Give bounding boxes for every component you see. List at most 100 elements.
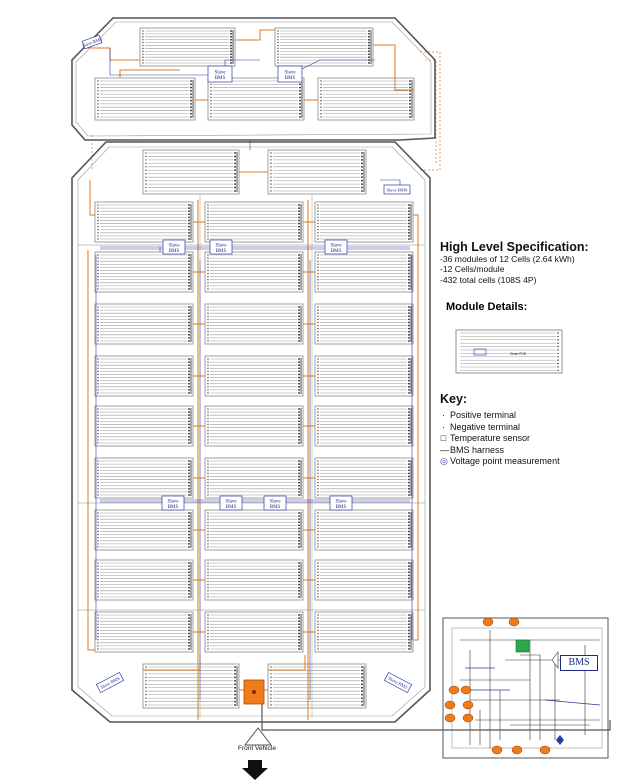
battery-module — [142, 663, 240, 709]
positive-terminal-icon: · — [442, 410, 445, 420]
spec-line-modules: -36 modules of 12 Cells (2.64 kWh) — [440, 254, 575, 264]
battery-module — [204, 611, 304, 653]
slave-bms-label: Slave — [168, 244, 180, 249]
slave-bms-label: BMS — [169, 249, 180, 254]
battery-module — [314, 303, 414, 345]
battery-module — [204, 509, 304, 551]
bms-harness-lines — [78, 29, 425, 720]
battery-module — [317, 77, 415, 121]
battery-module — [142, 149, 240, 195]
slave-bms: Slave BMS — [383, 671, 413, 694]
battery-module — [274, 27, 374, 67]
module-details-label: Zener PCB — [510, 352, 526, 356]
battery-module — [314, 405, 414, 447]
slave-bms-label: BMS — [336, 505, 347, 510]
slave-bms-label: BMS — [216, 249, 227, 254]
battery-module — [94, 77, 196, 121]
slave-bms-label: Slave — [330, 244, 342, 249]
temperature-sensor-icon: □ — [440, 433, 447, 443]
connector-icon — [511, 745, 523, 755]
junction-box — [442, 617, 609, 759]
battery-module — [207, 77, 305, 121]
battery-module — [314, 611, 414, 653]
key-negative-terminal: ·Negative terminal — [440, 422, 620, 434]
battery-module — [267, 149, 367, 195]
connector-icon — [444, 713, 456, 723]
battery-module — [94, 457, 194, 499]
key-title: Key: — [440, 392, 468, 406]
slave-bms-label: BMS — [226, 505, 237, 510]
key-voltage-point: ◎Voltage point measurement — [440, 456, 620, 468]
dashed-harness-2 — [425, 59, 437, 165]
connector-icon — [508, 617, 520, 627]
master-bms-box: BMS — [560, 655, 598, 671]
slave-bms: Slave BMS — [383, 184, 411, 195]
battery-module — [94, 355, 194, 397]
slave-bms-label: BMS — [215, 76, 226, 81]
slave-bms-label: Slave — [214, 71, 226, 76]
slave-bms: Slave BMS — [81, 34, 103, 50]
module-details-title: Module Details: — [446, 301, 528, 313]
battery-module — [94, 303, 194, 345]
slave-bms: Slave BMS — [95, 671, 125, 694]
battery-module — [94, 509, 194, 551]
key-label: Voltage point measurement — [450, 456, 560, 466]
slave-bms-label: BMS — [331, 249, 342, 254]
battery-module — [204, 559, 304, 601]
spec-line-cells-module: -12 Cells/module — [440, 264, 505, 275]
connector-icon — [491, 745, 503, 755]
battery-module — [94, 611, 194, 653]
module-details-thumbnail: Zener PCB — [455, 329, 563, 374]
slave-bms-label: Slave — [284, 71, 296, 76]
battery-module — [94, 251, 194, 293]
battery-module — [314, 251, 414, 293]
connector-icon — [462, 713, 474, 723]
spec-title: High Level Specification: — [440, 240, 589, 254]
dashed-harness — [420, 51, 441, 171]
battery-module — [314, 509, 414, 551]
battery-module — [94, 559, 194, 601]
connector-icon — [462, 700, 474, 710]
battery-module — [94, 201, 194, 243]
upper-tray-inner — [75, 21, 432, 137]
battery-module — [204, 457, 304, 499]
battery-module — [204, 201, 304, 243]
main-tray-inner — [77, 146, 426, 717]
key-positive-terminal: ·Positive terminal — [440, 410, 620, 422]
battery-module — [204, 251, 304, 293]
slave-bms-label: BMS — [285, 76, 296, 81]
battery-module — [267, 663, 367, 709]
slave-bms-label: Slave — [269, 500, 281, 505]
battery-module — [204, 303, 304, 345]
battery-module — [94, 405, 194, 447]
key-label: BMS harness — [450, 444, 505, 455]
battery-module — [314, 355, 414, 397]
slave-bms-label: Slave — [335, 500, 347, 505]
battery-module — [204, 355, 304, 397]
connector-icon — [448, 685, 460, 695]
slave-bms-label: BMS — [270, 505, 281, 510]
battery-module — [314, 201, 414, 243]
upper-tray-outline — [71, 17, 436, 141]
slave-bms-label: Slave — [215, 244, 227, 249]
connector-icon — [444, 700, 456, 710]
front-vehicle-label: Front Vehicle — [238, 745, 276, 752]
battery-module — [204, 405, 304, 447]
battery-module — [314, 457, 414, 499]
connector-icon — [539, 745, 551, 755]
connector-icon — [482, 617, 494, 627]
front-arrow-icon — [242, 760, 268, 780]
front-vehicle-arrow — [242, 679, 611, 780]
key-legend: Key: ·Positive terminal ·Negative termin… — [440, 392, 620, 468]
green-module — [515, 639, 530, 653]
slave-bms-label: Slave BMS — [386, 187, 408, 192]
